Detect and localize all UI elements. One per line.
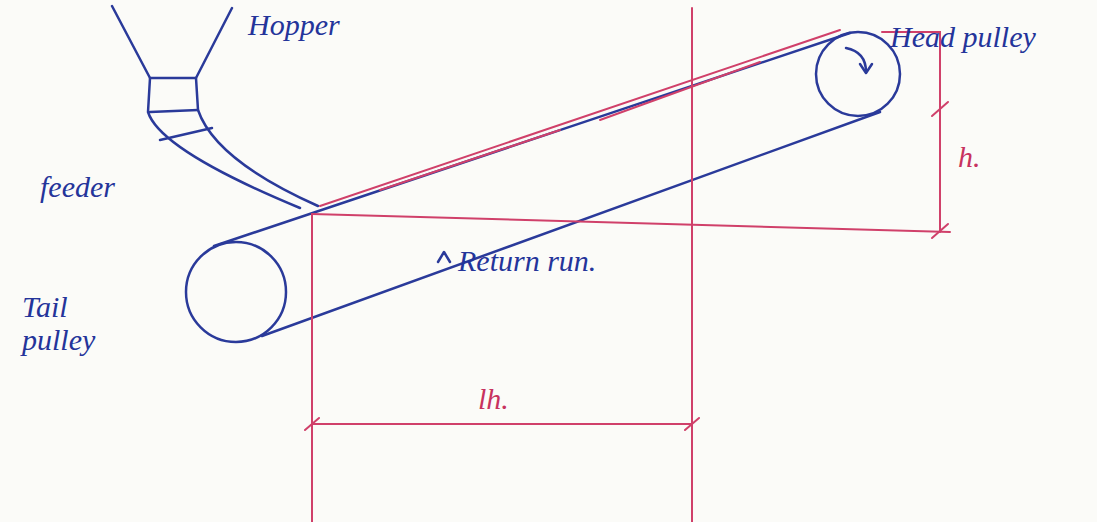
head-pulley [816, 32, 900, 116]
dimension-line [939, 108, 941, 232]
dimension-line [312, 423, 692, 425]
dimension-label: h. [958, 140, 981, 173]
extension-line [311, 214, 313, 522]
part-name: Return run. [458, 244, 596, 277]
tail-pulley [186, 242, 286, 342]
part-name: Head pulley [890, 20, 1036, 53]
feeder-plate [160, 128, 212, 140]
belt-carrying-run [214, 33, 850, 246]
dimension-label: lh. [478, 382, 509, 415]
hopper-joint [150, 110, 198, 112]
material-line [320, 30, 840, 206]
hopper-joint [150, 77, 196, 80]
part-name: Hopper [248, 8, 340, 41]
datum-line [312, 214, 950, 232]
part-name: Tail pulley [22, 290, 132, 356]
belt-return-run [262, 112, 880, 336]
part-name: feeder [40, 170, 115, 203]
dimension-tick [305, 418, 699, 430]
rotation-arrow [860, 64, 872, 73]
material-line [600, 62, 760, 120]
dimension-tick [932, 102, 948, 238]
extension-line [691, 8, 693, 522]
return-run-caret [438, 252, 450, 262]
material-line [380, 130, 560, 190]
